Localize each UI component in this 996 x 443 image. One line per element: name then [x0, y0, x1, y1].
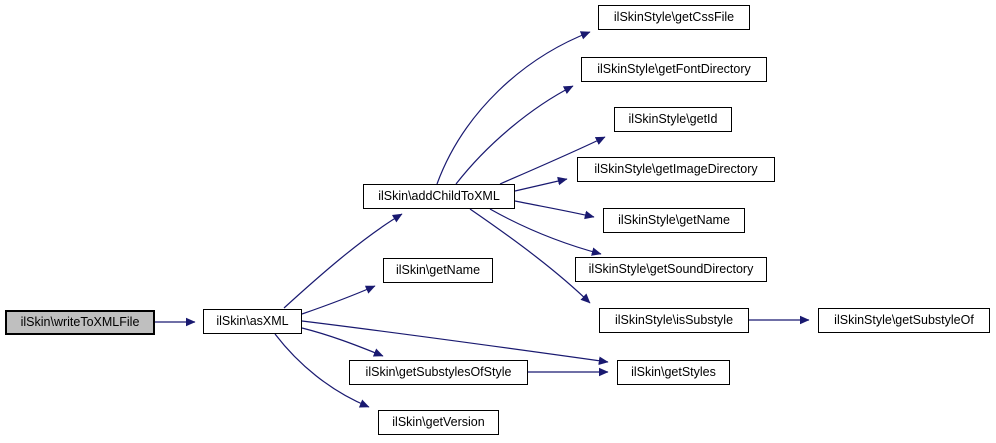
edge-asxml-getsubstylesofstyle: [301, 327, 384, 357]
node-ilskin-getstyles[interactable]: ilSkin\getStyles: [617, 360, 730, 385]
edge-addchildtoxml-issubstyle: [469, 208, 591, 304]
edge-addchildtoxml-getsounddirectory: [489, 208, 602, 256]
node-ilskinstyle-getname[interactable]: ilSkinStyle\getName: [603, 208, 745, 233]
node-ilskinstyle-getfontdirectory[interactable]: ilSkinStyle\getFontDirectory: [581, 57, 767, 82]
edge-addchildtoxml-getimagedirectory: [514, 176, 568, 192]
node-ilskin-asxml[interactable]: ilSkin\asXML: [203, 309, 302, 334]
node-ilskin-getname[interactable]: ilSkin\getName: [383, 258, 493, 283]
edge-addchildtoxml-stylegetname: [514, 200, 595, 220]
node-ilskinstyle-getsounddirectory[interactable]: ilSkinStyle\getSoundDirectory: [575, 257, 767, 282]
node-ilskin-addchildtoxml[interactable]: ilSkin\addChildToXML: [363, 184, 515, 209]
node-ilskinstyle-getsubstyleof[interactable]: ilSkinStyle\getSubstyleOf: [818, 308, 990, 333]
edge-asxml-getname: [301, 285, 376, 315]
node-ilskin-writetoxmlfile: ilSkin\writeToXMLFile: [5, 310, 155, 335]
node-ilskin-getsubstylesofstyle[interactable]: ilSkin\getSubstylesOfStyle: [349, 360, 528, 385]
node-ilskinstyle-getimagedirectory[interactable]: ilSkinStyle\getImageDirectory: [577, 157, 775, 182]
edge-asxml-addchildtoxml: [283, 213, 403, 309]
node-ilskinstyle-issubstyle[interactable]: ilSkinStyle\isSubstyle: [599, 308, 749, 333]
edge-asxml-getstyles: [301, 320, 609, 366]
edge-addchildtoxml-getid: [499, 136, 606, 185]
edge-addchildtoxml-getfontdirectory: [455, 85, 574, 185]
node-ilskin-getversion[interactable]: ilSkin\getVersion: [378, 410, 499, 435]
edge-asxml-getversion: [274, 333, 370, 408]
node-ilskinstyle-getid[interactable]: ilSkinStyle\getId: [614, 107, 732, 132]
edge-addchildtoxml-getcssfile: [436, 31, 591, 185]
node-ilskinstyle-getcssfile[interactable]: ilSkinStyle\getCssFile: [598, 5, 750, 30]
